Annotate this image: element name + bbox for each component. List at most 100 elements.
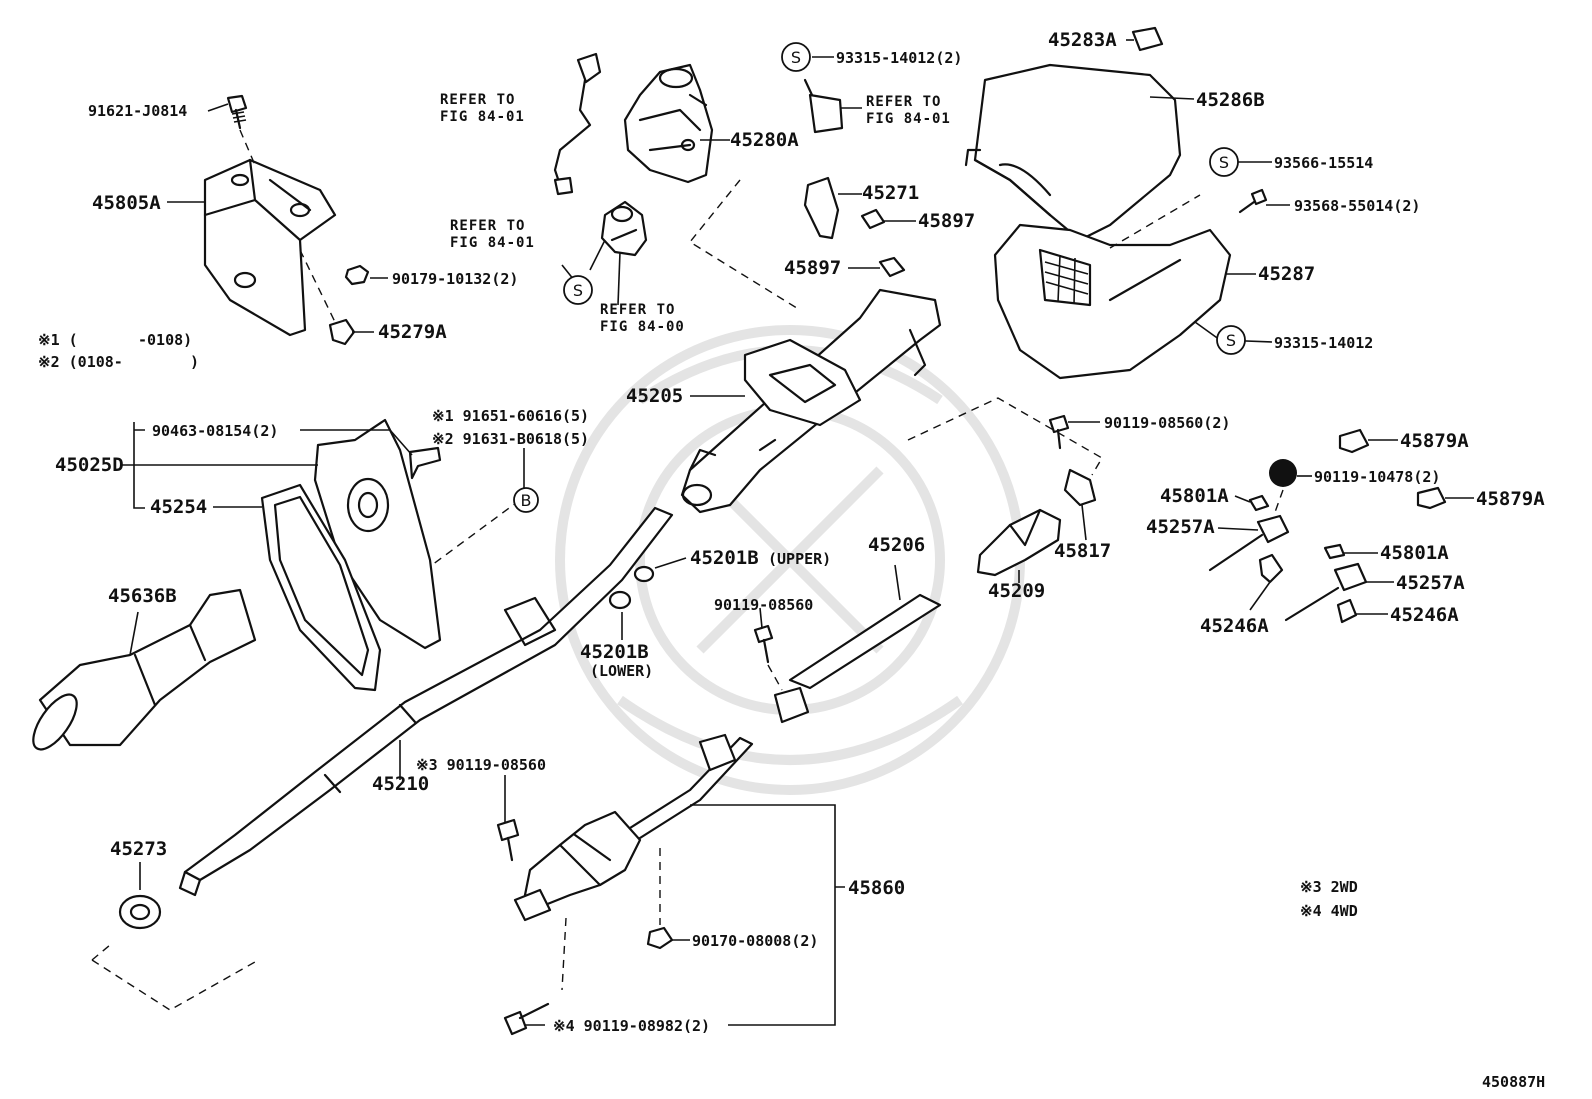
bolt-91621-drawing <box>226 94 248 130</box>
refer-to-label: REFER TO <box>450 218 525 234</box>
note-2-prefix: ※2 (0108- <box>38 353 123 371</box>
label-45897-lower: 45897 <box>784 257 841 279</box>
filled-bolt-marker <box>1269 459 1297 487</box>
label-45860: 45860 <box>848 877 905 899</box>
label-45246A-right: 45246A <box>1390 604 1459 626</box>
label-93315-14012-2: 93315-14012(2) <box>836 49 962 67</box>
label-45209: 45209 <box>988 580 1045 602</box>
label-45201B-upper: 45201B <box>690 547 759 569</box>
cover-45286B-drawing <box>964 63 1182 242</box>
bushing-45201B-drawing <box>608 565 655 610</box>
seal-45817-drawing <box>1063 468 1097 507</box>
clip-90463-drawing <box>408 446 442 480</box>
label-45206: 45206 <box>868 534 925 556</box>
boot-45636B-drawing <box>32 588 257 751</box>
bulb-45897-drawing <box>860 208 906 278</box>
label-45636B: 45636B <box>108 585 177 607</box>
label-91651-60616: ※1 91651-60616(5) <box>432 407 589 425</box>
pad-45283A-drawing <box>1131 26 1164 52</box>
note-3-2wd: ※3 2WD <box>1300 878 1358 896</box>
seal-plate-45025D-drawing <box>313 418 442 650</box>
refer-to-label: REFER TO <box>600 302 675 318</box>
column-tube-45205-drawing <box>680 288 942 514</box>
gasket-45254-drawing <box>260 483 382 692</box>
nut-90170-drawing <box>646 926 674 950</box>
intermediate-shaft-45206-drawing <box>773 593 942 724</box>
s-symbol-icon: S <box>1209 147 1239 177</box>
bracket-45805A-drawing <box>203 158 337 337</box>
leader-lines <box>120 39 1474 1026</box>
label-45801A-upper: 45801A <box>1160 485 1229 507</box>
label-90119-10478: 90119-10478(2) <box>1314 468 1440 486</box>
label-45201B-lower: 45201B <box>580 641 649 663</box>
label-45257A-lower: 45257A <box>1396 572 1465 594</box>
svg-text:S: S <box>1219 153 1229 172</box>
label-45025D: 45025D <box>55 454 124 476</box>
label-45271: 45271 <box>862 182 919 204</box>
key-cylinder-drawing <box>600 200 648 257</box>
label-45254: 45254 <box>150 496 207 518</box>
bolt-90119-08982-drawing <box>503 1002 550 1036</box>
label-45805A: 45805A <box>92 192 161 214</box>
label-45201B-lower-sub: (LOWER) <box>590 662 653 680</box>
label-45280A: 45280A <box>730 129 799 151</box>
screw-93568-drawing <box>1238 188 1268 214</box>
nut-90179-drawing <box>344 264 370 286</box>
refer-to-label: REFER TO <box>440 92 515 108</box>
label-45273: 45273 <box>110 838 167 860</box>
label-45286B: 45286B <box>1196 89 1265 111</box>
label-45879A-upper: 45879A <box>1400 430 1469 452</box>
label-93568-55014: 93568-55014(2) <box>1294 197 1420 215</box>
note-4-4wd: ※4 4WD <box>1300 902 1358 920</box>
label-45817: 45817 <box>1054 540 1111 562</box>
part-labels: 91621-J0814 45805A 90179-10132(2) 45279A… <box>38 29 1545 1091</box>
refer-fig-84-01: FIG 84-01 <box>866 111 951 127</box>
label-90119-08982: ※4 90119-08982(2) <box>553 1017 710 1035</box>
label-45246A-left: 45246A <box>1200 615 1269 637</box>
s-symbol-icon: S <box>1216 325 1246 355</box>
trim-45271-drawing <box>803 176 840 240</box>
label-45287: 45287 <box>1258 263 1315 285</box>
refer-fig-84-01: FIG 84-01 <box>440 109 525 125</box>
switch-housing-45280A-drawing <box>623 63 714 184</box>
label-45210: 45210 <box>372 773 429 795</box>
label-93566-15514: 93566-15514 <box>1274 154 1373 172</box>
universal-joint-45209-drawing <box>976 508 1062 577</box>
bolt-90119-upper-drawing <box>1048 414 1070 450</box>
label-45205: 45205 <box>626 385 683 407</box>
label-90463-08154: 90463-08154(2) <box>152 422 278 440</box>
label-45283A: 45283A <box>1048 29 1117 51</box>
label-91631-B0618: ※2 91631-B0618(5) <box>432 430 589 448</box>
svg-text:S: S <box>573 281 583 300</box>
label-45201B-upper-sub: (UPPER) <box>768 550 831 568</box>
b-symbol-icon: B <box>513 487 539 513</box>
bolt-90119-n3-drawing <box>496 818 520 862</box>
lower-shaft-45860-drawing <box>513 733 754 922</box>
label-45897-upper: 45897 <box>918 210 975 232</box>
note-1-prefix: ※1 ( <box>38 331 78 349</box>
label-90119-08560-2: 90119-08560(2) <box>1104 414 1230 432</box>
grommet-45879A-drawing <box>1338 428 1447 510</box>
label-90179-10132: 90179-10132(2) <box>392 270 518 288</box>
wire-harness-drawing <box>553 52 602 196</box>
label-93315-14012: 93315-14012 <box>1274 334 1373 352</box>
refer-fig-84-01: FIG 84-01 <box>450 235 535 251</box>
cover-45287-drawing <box>993 223 1232 380</box>
s-symbol-icon: S <box>781 42 811 72</box>
s-symbols: S S S S B <box>513 42 1246 513</box>
bearing-45273-drawing <box>118 894 162 930</box>
label-45257A-upper: 45257A <box>1146 516 1215 538</box>
refer-fig-84-00: FIG 84-00 <box>600 319 685 335</box>
clip-45279A-drawing <box>328 318 356 346</box>
label-91621-J0814: 91621-J0814 <box>88 102 187 120</box>
label-90119-08560-n3: ※3 90119-08560 <box>416 756 546 774</box>
note-2-suffix: ) <box>190 353 199 371</box>
main-shaft-45210-drawing <box>178 506 674 897</box>
svg-text:S: S <box>1226 331 1236 350</box>
label-45801A-lower: 45801A <box>1380 542 1449 564</box>
label-45879A-lower: 45879A <box>1476 488 1545 510</box>
label-45279A: 45279A <box>378 321 447 343</box>
svg-text:B: B <box>521 491 532 510</box>
